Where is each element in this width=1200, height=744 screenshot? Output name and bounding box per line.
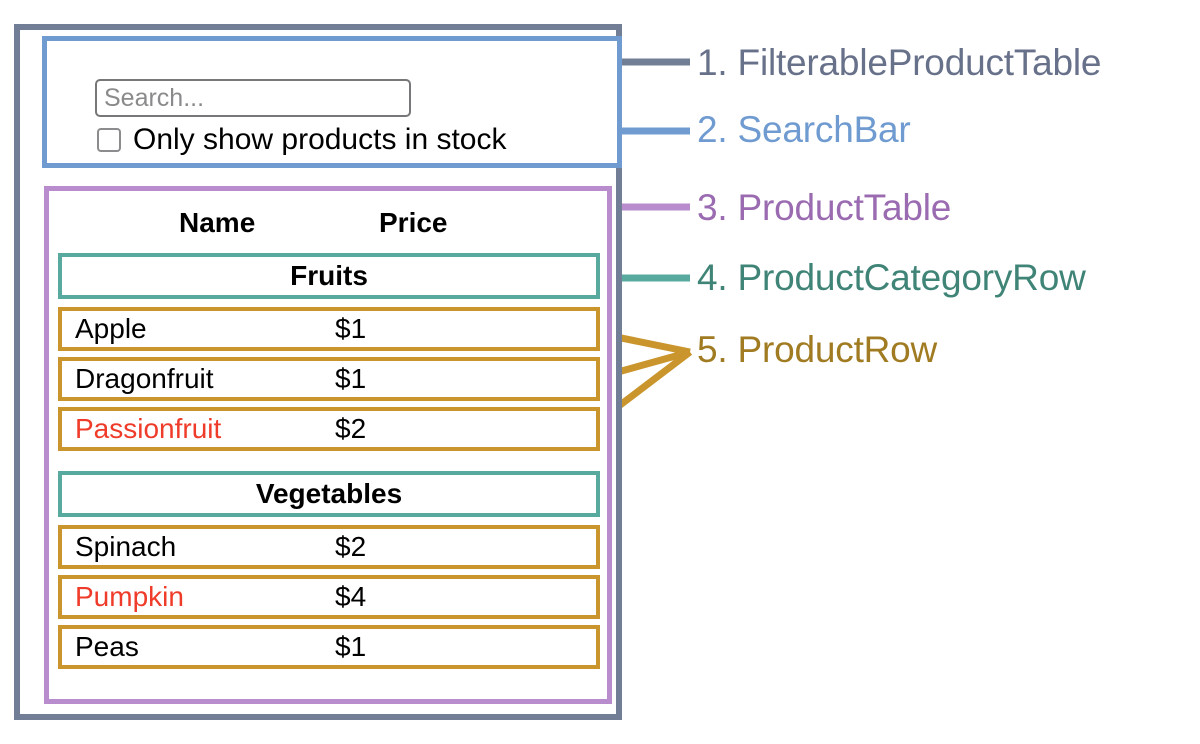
product-price: $1 (335, 313, 367, 344)
product-name: Pumpkin (75, 581, 184, 612)
product-category-label: Vegetables (255, 478, 403, 509)
column-header-price: Price (379, 207, 448, 238)
product-price: $1 (335, 631, 367, 662)
product-category-row: Fruits (58, 253, 600, 299)
in-stock-checkbox-label: Only show products in stock (133, 123, 507, 156)
product-category-row: Vegetables (58, 471, 600, 517)
callout-label-productrow: 5. ProductRow (697, 329, 938, 370)
product-row: Passionfruit $2 (58, 407, 600, 451)
product-row: Peas $1 (58, 625, 600, 669)
in-stock-filter-row[interactable]: Only show products in stock (97, 125, 507, 155)
product-price: $2 (335, 413, 367, 444)
product-row: Spinach $2 (58, 525, 600, 569)
product-table-header: Name Price (49, 203, 607, 249)
product-name: Dragonfruit (75, 363, 214, 394)
product-row: Dragonfruit $1 (58, 357, 600, 401)
filterable-product-table-container: Search... Only show products in stock Na… (14, 24, 622, 720)
product-table-container: Name Price Fruits Apple $1 Dragonfruit $… (44, 186, 612, 704)
product-name: Apple (75, 313, 147, 344)
column-header-name: Name (179, 207, 256, 238)
product-price: $1 (335, 363, 367, 394)
product-name: Peas (75, 631, 139, 662)
callout-label-searchbar: 2. SearchBar (697, 109, 911, 150)
product-price: $2 (335, 531, 367, 562)
search-bar-container: Search... Only show products in stock (42, 36, 622, 168)
product-row: Pumpkin $4 (58, 575, 600, 619)
product-name: Passionfruit (75, 413, 222, 444)
checkbox-icon[interactable] (97, 128, 121, 152)
callout-label-productcategoryrow: 4. ProductCategoryRow (697, 257, 1086, 298)
product-name: Spinach (75, 531, 177, 562)
callout-label-filterableproducttable: 1. FilterableProductTable (697, 42, 1102, 83)
product-row: Apple $1 (58, 307, 600, 351)
product-category-label: Fruits (290, 260, 368, 291)
callout-label-producttable: 3. ProductTable (697, 187, 952, 228)
search-input[interactable]: Search... (95, 79, 411, 117)
product-table-rows: Fruits Apple $1 Dragonfruit $1 Passionfr… (58, 253, 600, 675)
product-price: $4 (335, 581, 367, 612)
